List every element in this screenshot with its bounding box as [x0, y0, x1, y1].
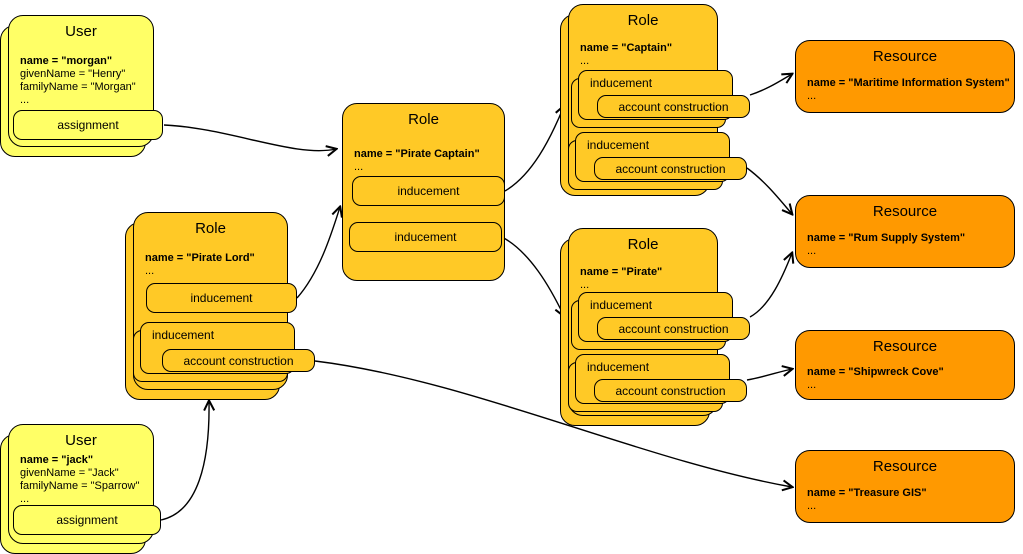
arrow-jack-assignment-to-pirate-lord	[160, 401, 209, 521]
role-captain-account-construction2-box: account construction	[594, 157, 747, 180]
role-pirate-captain-name: name = "Pirate Captain"	[354, 148, 480, 160]
resource-shipwreck-card: Resource name = "Shipwreck Cove" ...	[795, 330, 1015, 400]
role-pirate-title: Role	[627, 236, 659, 253]
arrow-morgan-assignment-to-pirate-captain	[163, 124, 336, 151]
role-pirate-lord-inducement1-box: inducement	[146, 283, 297, 313]
user-jack-assignment-box: assignment	[13, 505, 161, 535]
role-pirate-inducement1-label: inducement	[590, 298, 653, 312]
role-pirate-captain-inducement1-box: inducement	[352, 176, 505, 206]
role-captain-inducement2-label: inducement	[587, 138, 650, 152]
user-morgan-familyname: familyName = "Morgan"	[20, 81, 136, 93]
role-captain-ellipsis: ...	[580, 55, 590, 67]
role-pirate-ellipsis: ...	[580, 279, 590, 291]
resource-shipwreck-title: Resource	[872, 338, 938, 355]
resource-maritime-card: Resource name = "Maritime Information Sy…	[795, 40, 1015, 113]
arrow-pirate-captain-inducement1-to-captain	[504, 106, 564, 192]
resource-maritime-name: name = "Maritime Information System"	[807, 77, 1010, 89]
resource-maritime-title: Resource	[872, 48, 938, 65]
role-pirate-inducement2-label: inducement	[587, 360, 650, 374]
role-pirate-lord-account-construction-box: account construction	[162, 349, 315, 372]
role-pirate-lord-ellipsis: ...	[145, 265, 155, 277]
user-morgan-assignment-box: assignment	[13, 110, 163, 140]
role-pirate-lord-name: name = "Pirate Lord"	[145, 252, 255, 264]
arrow-pirate-captain-inducement2-to-pirate	[501, 236, 564, 316]
role-pirate-account-construction2-box: account construction	[594, 379, 747, 402]
role-pirate-lord-inducement2-label: inducement	[152, 328, 215, 342]
resource-rum-title: Resource	[872, 203, 938, 220]
user-morgan-name: name = "morgan"	[20, 55, 113, 67]
resource-treasure-name: name = "Treasure GIS"	[807, 487, 927, 499]
role-pirate-lord-title: Role	[195, 220, 226, 237]
resource-rum-name: name = "Rum Supply System"	[807, 232, 966, 244]
resource-rum-ellipsis: ...	[807, 245, 817, 257]
user-jack-familyname: familyName = "Sparrow"	[20, 480, 140, 492]
role-pirate-captain-ellipsis: ...	[354, 161, 364, 173]
role-captain-title: Role	[627, 12, 659, 29]
role-captain-name: name = "Captain"	[580, 42, 673, 54]
arrow-pirate-lord-inducement-to-pirate-captain	[296, 207, 340, 299]
role-pirate-captain-inducement2-box: inducement	[349, 222, 502, 252]
user-jack-givenname: givenName = "Jack"	[20, 467, 119, 479]
user-morgan-ellipsis: ...	[20, 94, 30, 106]
user-jack-name: name = "jack"	[20, 454, 94, 466]
user-jack-title: User	[65, 432, 97, 449]
role-captain-account-construction1-box: account construction	[597, 95, 750, 118]
arrow-pirate-inducement2-to-shipwreck	[746, 369, 792, 381]
resource-shipwreck-ellipsis: ...	[807, 379, 817, 391]
resource-treasure-title: Resource	[872, 458, 938, 475]
role-pirate-captain-title: Role	[408, 111, 439, 128]
resource-maritime-ellipsis: ...	[807, 90, 817, 102]
arrow-captain-inducement1-to-maritime	[749, 74, 792, 96]
role-pirate-name: name = "Pirate"	[580, 266, 663, 278]
resource-shipwreck-name: name = "Shipwreck Cove"	[807, 366, 944, 378]
resource-treasure-ellipsis: ...	[807, 500, 817, 512]
resource-treasure-card: Resource name = "Treasure GIS" ...	[795, 450, 1015, 523]
arrow-pirate-inducement1-to-rum	[749, 253, 792, 318]
user-morgan-givenname: givenName = "Henry"	[20, 68, 126, 80]
resource-rum-card: Resource name = "Rum Supply System" ...	[795, 195, 1015, 268]
role-pirate-account-construction1-box: account construction	[597, 317, 750, 340]
role-captain-inducement1-label: inducement	[590, 76, 653, 90]
arrow-pirate-lord-account-to-treasure	[314, 360, 792, 487]
user-jack-ellipsis: ...	[20, 493, 30, 505]
user-morgan-title: User	[65, 23, 97, 40]
arrow-captain-inducement2-to-rum	[746, 167, 792, 214]
